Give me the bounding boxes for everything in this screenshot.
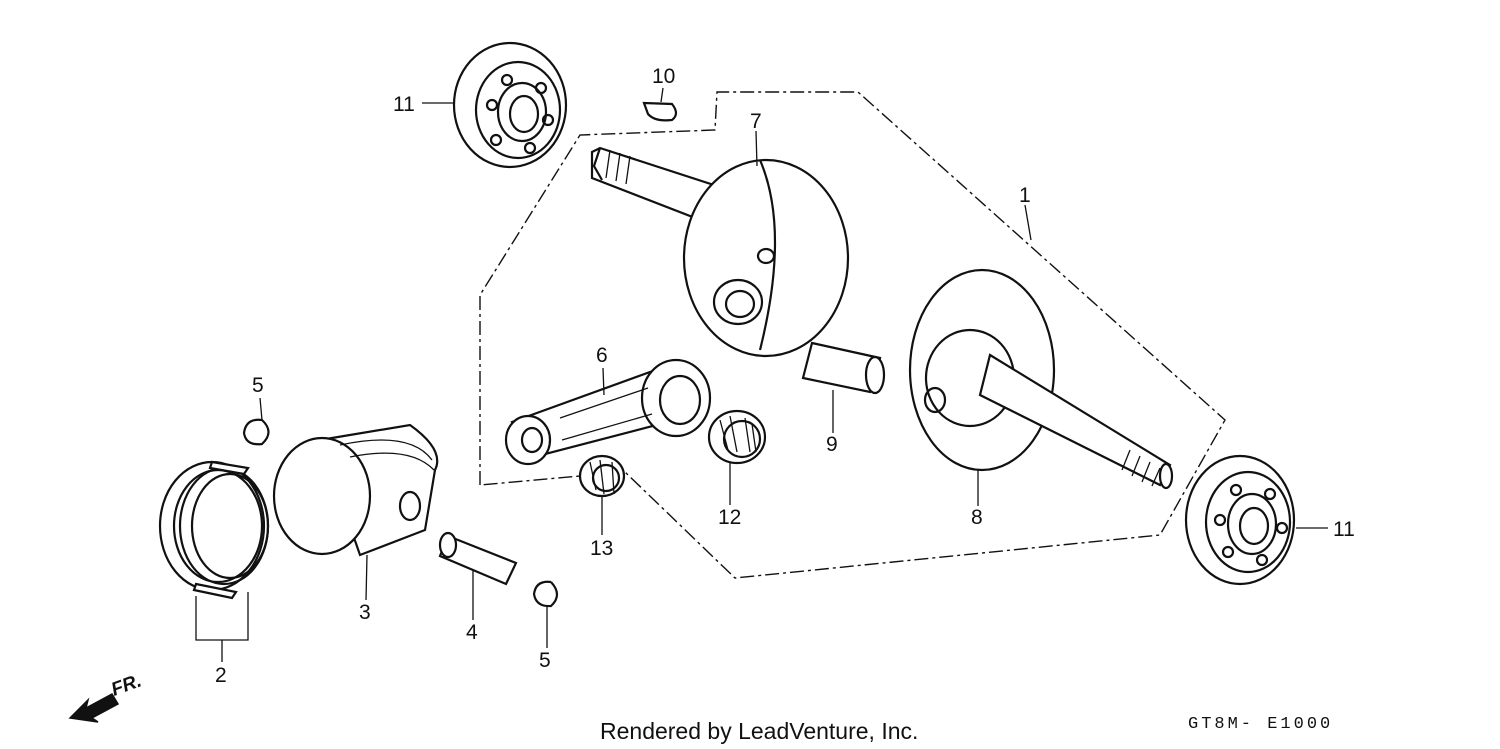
front-arrow-icon: [68, 693, 120, 723]
callout-12: 12: [718, 506, 741, 529]
connecting-rod[interactable]: [504, 358, 712, 466]
callout-7: 7: [750, 110, 762, 133]
callout-1: 1: [1019, 184, 1031, 207]
assembly-outline: [479, 91, 1226, 579]
callout-3: 3: [359, 601, 371, 624]
crankshaft-left-half[interactable]: [590, 146, 850, 358]
callout-5-lower: 5: [539, 649, 551, 672]
callout-8: 8: [971, 506, 983, 529]
front-direction-arrow: FR.: [68, 670, 145, 723]
piston-pin-clip-lower[interactable]: [532, 580, 559, 608]
callout-4: 4: [466, 621, 478, 644]
callout-2: 2: [215, 664, 227, 687]
crankshaft-right-half[interactable]: [908, 268, 1174, 490]
piston[interactable]: [272, 423, 439, 557]
crank-pin[interactable]: [801, 341, 886, 395]
callout-5-upper: 5: [252, 374, 264, 397]
piston-pin[interactable]: [438, 531, 518, 586]
callout-13: 13: [590, 537, 613, 560]
callout-9: 9: [826, 433, 838, 456]
piston-ring-set[interactable]: [158, 460, 270, 600]
callout-11-right: 11: [1333, 518, 1355, 541]
ball-bearing-right[interactable]: [1184, 454, 1296, 586]
ball-bearing-left[interactable]: [452, 41, 568, 169]
callout-6: 6: [596, 344, 608, 367]
callout-10: 10: [652, 65, 675, 88]
render-credit: Rendered by LeadVenture, Inc.: [600, 718, 918, 744]
front-indicator-label: FR.: [109, 670, 145, 700]
leader-lines: [195, 87, 1328, 662]
needle-bearing-large[interactable]: [707, 409, 767, 465]
callout-11-left: 11: [393, 93, 415, 116]
needle-bearing-small[interactable]: [578, 454, 626, 498]
diagram-code: GT8M- E1000: [1188, 715, 1333, 734]
woodruff-key[interactable]: [642, 101, 678, 122]
piston-pin-clip-upper[interactable]: [242, 418, 270, 446]
